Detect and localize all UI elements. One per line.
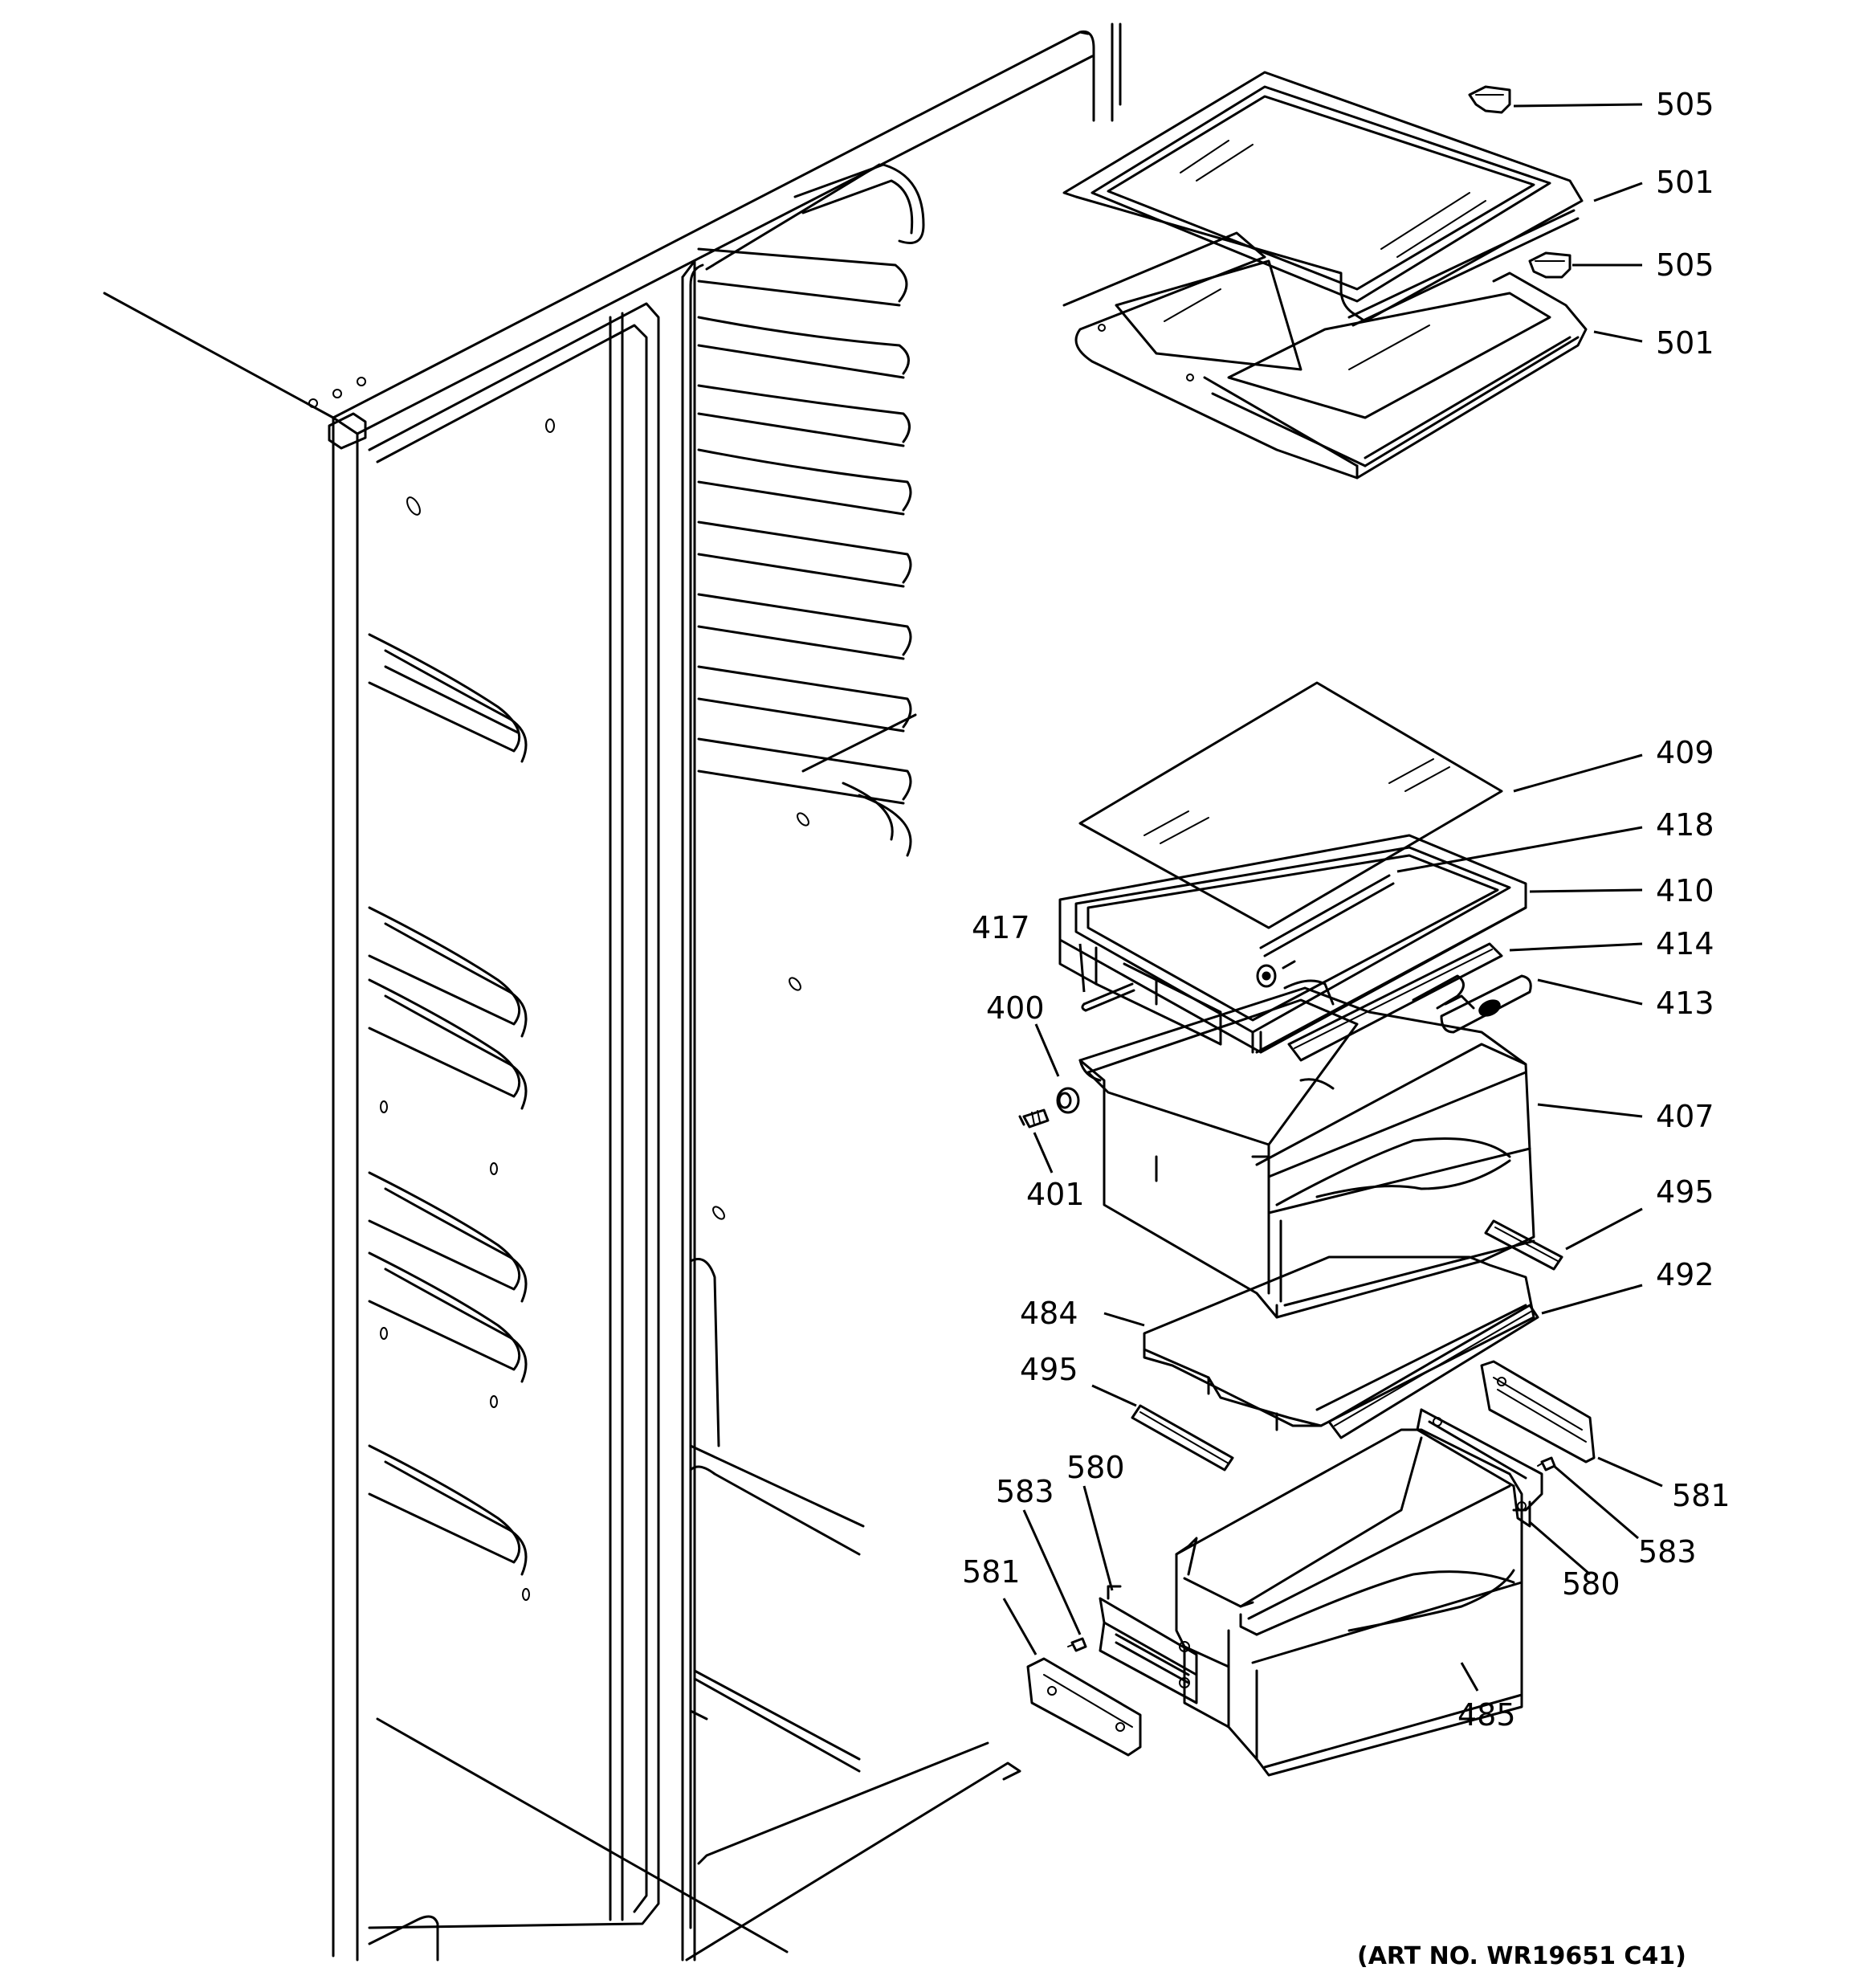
callout-407: 407 — [1656, 1099, 1714, 1134]
callout-581: 581 — [962, 1554, 1021, 1590]
callout-418: 418 — [1656, 807, 1714, 843]
callout-495: 495 — [1020, 1352, 1078, 1387]
callout-505: 505 — [1656, 247, 1714, 283]
callout-492: 492 — [1656, 1257, 1714, 1292]
callout-501: 501 — [1656, 325, 1714, 361]
art-number: (ART NO. WR19651 C41) — [1357, 1942, 1686, 1970]
callout-401: 401 — [1026, 1177, 1085, 1212]
callout-583: 583 — [1638, 1534, 1697, 1570]
callout-484: 484 — [1020, 1296, 1078, 1331]
callout-414: 414 — [1656, 926, 1714, 961]
callout-leader-lines — [1002, 103, 1663, 1692]
pan-cover-and-trims — [1131, 1219, 1563, 1472]
callout-505: 505 — [1656, 87, 1714, 122]
upper-shelf-assembly — [1062, 71, 1588, 480]
callout-417: 417 — [972, 910, 1030, 945]
callout-409: 409 — [1656, 735, 1714, 770]
pan-drawer — [1018, 986, 1535, 1319]
interior-rails — [697, 163, 925, 857]
callout-495: 495 — [1656, 1174, 1714, 1210]
pan-cover-assembly — [1058, 681, 1532, 1062]
callout-413: 413 — [1656, 986, 1714, 1021]
cabinet-liner-drawing — [103, 22, 1122, 1961]
freezer-door-shelves — [368, 633, 789, 1961]
callout-labels: 505 501 505 501 409 418 410 414 413 417 … — [962, 87, 1731, 1970]
callout-583: 583 — [996, 1474, 1054, 1509]
callout-501: 501 — [1656, 165, 1714, 200]
callout-410: 410 — [1656, 873, 1714, 908]
callout-580: 580 — [1562, 1566, 1620, 1602]
callout-581: 581 — [1672, 1478, 1731, 1513]
callout-485: 485 — [1457, 1697, 1516, 1733]
lower-drawer-assembly — [1026, 1360, 1596, 1777]
callout-400: 400 — [986, 990, 1045, 1026]
callout-580: 580 — [1066, 1450, 1125, 1485]
